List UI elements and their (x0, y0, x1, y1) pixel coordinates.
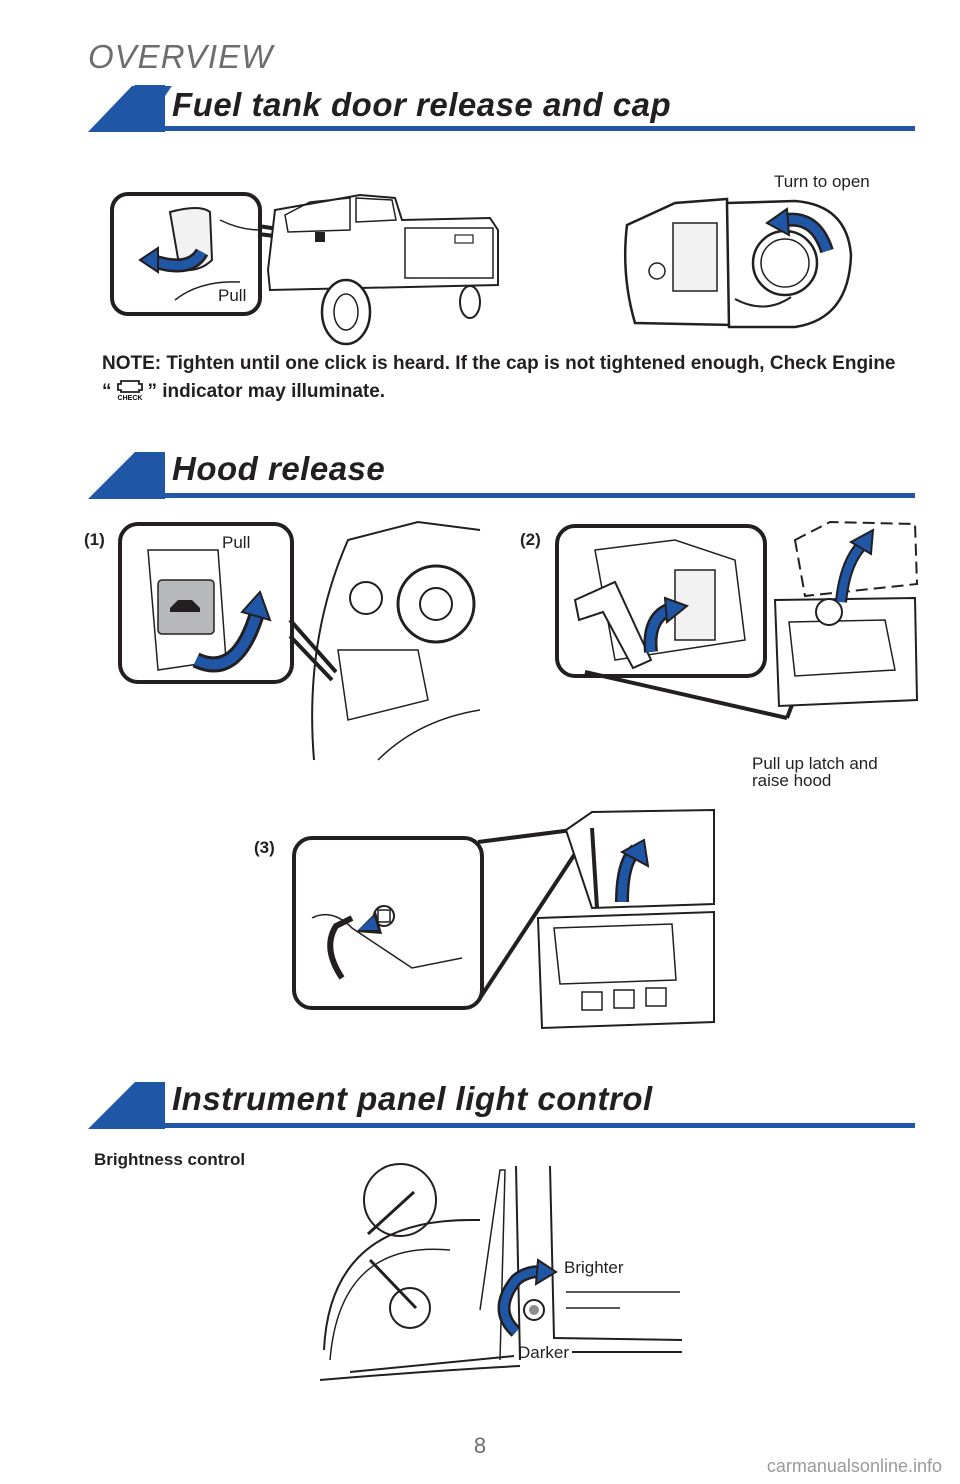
fuel-section-title: Fuel tank door release and cap (172, 86, 672, 123)
brighter-label: Brighter (564, 1258, 624, 1277)
watermark: carmanualsonline.info (766, 1456, 942, 1476)
hood-step2-caption-line1: Pull up latch and (752, 754, 878, 773)
fuel-note-part1: NOTE: Tighten until one click is heard. … (102, 353, 896, 402)
hood-step1-number: (1) (84, 530, 105, 549)
hood-step1-pull-label: Pull (222, 533, 251, 552)
hood-support-rod-illustration (292, 808, 715, 1030)
hood-section-title: Hood release (172, 450, 386, 487)
fuel-cap-illustration (623, 197, 853, 329)
hood-release-lever-illustration (118, 520, 481, 761)
darker-label: Darker (518, 1343, 570, 1362)
panel-subtitle: Brightness control (94, 1150, 246, 1169)
fuel-turn-label: Turn to open (774, 172, 870, 191)
fuel-pull-label: Pull (218, 286, 247, 305)
page-number: 8 (473, 1433, 487, 1458)
panel-section-banner (88, 1082, 915, 1129)
instrument-panel-illustration (319, 1163, 683, 1381)
fuel-door-pull-illustration (110, 192, 499, 346)
fuel-note: NOTE: Tighten until one click is heard. … (102, 350, 902, 406)
hood-step3-number: (3) (254, 838, 275, 857)
hood-latch-illustration (555, 520, 919, 720)
fuel-note-part2: ” indicator may illuminate. (147, 381, 386, 402)
hood-step2-caption: Pull up latch and raise hood (752, 755, 878, 789)
hood-step2-caption-line2: raise hood (752, 771, 832, 790)
panel-section-title: Instrument panel light control (172, 1080, 653, 1117)
page-header-overview: OVERVIEW (88, 38, 274, 75)
check-engine-icon: CHECK (116, 380, 143, 402)
hood-section-banner (88, 452, 915, 499)
hood-step2-number: (2) (520, 530, 541, 549)
fuel-section-banner (88, 85, 915, 132)
check-engine-icon-text: CHECK (117, 395, 142, 402)
